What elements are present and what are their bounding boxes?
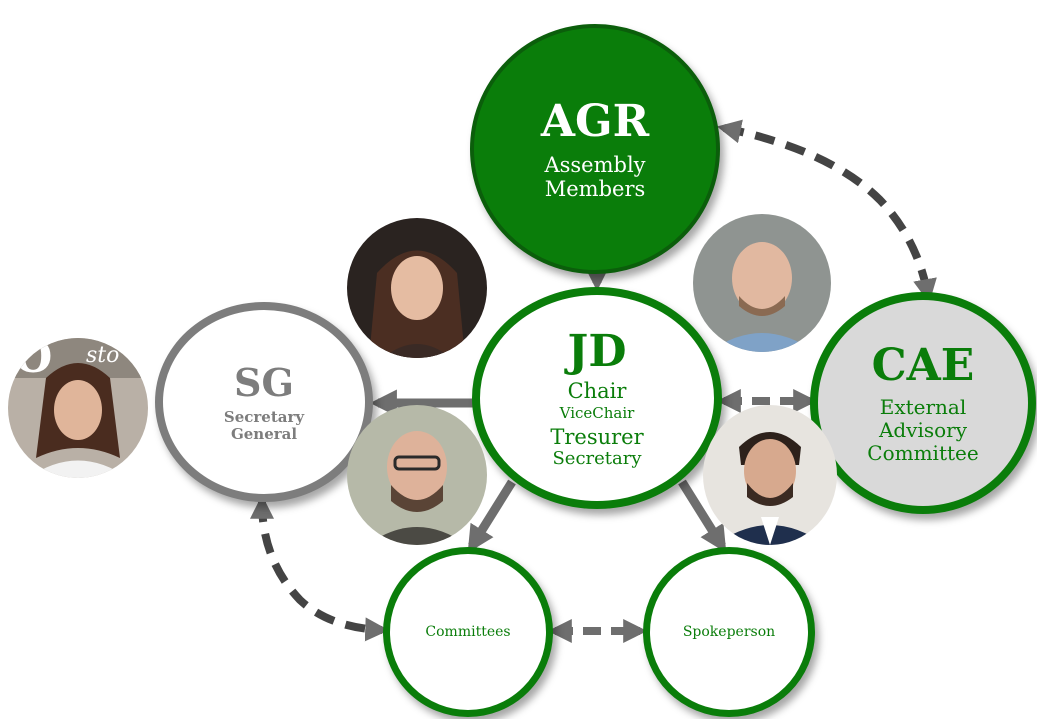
portrait-photo-jd-member: [347, 405, 487, 545]
sg-abbr: SG: [234, 359, 294, 405]
arrow-jd-spokeperson: [678, 479, 727, 553]
dashed-arrow-agr-cae: [716, 119, 937, 304]
portrait-photo-sg: sto O: [8, 338, 148, 478]
cae-line-1: External: [879, 394, 967, 419]
node-cae: CAE External Advisory Committee: [810, 292, 1036, 514]
jd-vicechair: ViceChair: [559, 404, 635, 423]
agr-line-2: Members: [544, 177, 646, 202]
portrait-photo-chair: [347, 218, 487, 358]
jd-chair: Chair: [567, 379, 627, 404]
portrait-photo-cae-lead: [693, 214, 831, 352]
sg-line-2: General: [230, 424, 298, 443]
agr-line-1: Assembly: [544, 153, 646, 178]
spokeperson-label: Spokeperson: [682, 623, 776, 640]
node-spokeperson: Spokeperson: [643, 547, 815, 717]
portrait-photo-cae-member: [703, 405, 837, 545]
node-sg: SG Secretary General: [155, 302, 373, 502]
jd-treasurer: Tresurer: [550, 424, 644, 449]
dashed-arrow-sg-committees: [250, 494, 390, 642]
cae-abbr: CAE: [871, 340, 975, 392]
node-agr: AGR Assembly Members: [470, 24, 720, 274]
photo-background-sign-text: sto: [86, 343, 119, 368]
cae-line-3: Committee: [867, 440, 979, 465]
node-committees: Committees: [383, 547, 553, 717]
agr-abbr: AGR: [540, 95, 650, 147]
jd-secretary: Secretary: [552, 447, 642, 469]
arrow-jd-committees: [467, 479, 516, 553]
cae-line-2: Advisory: [878, 417, 968, 442]
jd-abbr: JD: [567, 325, 627, 377]
node-jd: JD Chair ViceChair Tresurer Secretary: [472, 287, 722, 509]
committees-label: Committees: [425, 623, 511, 640]
sg-line-1: Secretary: [223, 407, 305, 426]
